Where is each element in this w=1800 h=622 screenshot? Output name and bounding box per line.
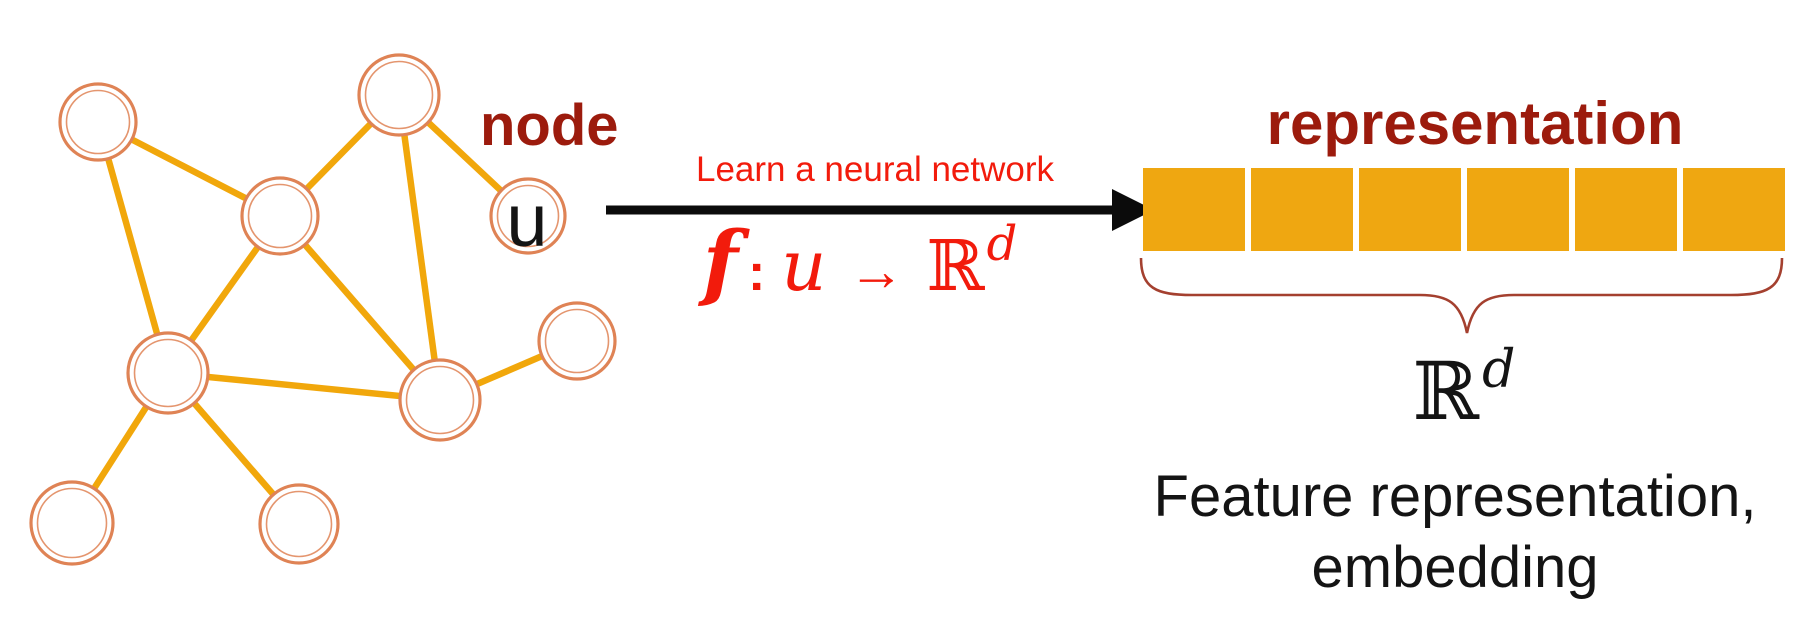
- graph-node-n2-inner-ring: [364, 60, 434, 130]
- graph-edge-n6-n7: [167, 369, 441, 404]
- embedding-cell-6: [1683, 168, 1785, 251]
- dimension-d: d: [1482, 340, 1516, 400]
- graph-edges: [69, 92, 579, 527]
- graph-node-n3-inner-ring: [247, 183, 313, 249]
- formula-colon: :: [747, 244, 766, 302]
- graph-node-n5: [537, 301, 617, 381]
- graph-node-n6: [126, 331, 210, 415]
- embedding-cell-2: [1251, 168, 1353, 251]
- arrow-head-icon: [1112, 189, 1154, 231]
- graph-node-n7-inner-ring: [405, 365, 475, 435]
- graph-nodes: [29, 53, 617, 566]
- real-space-label: ℝd: [1143, 344, 1785, 432]
- graph-node-n1: [58, 82, 138, 162]
- caption-line-2: embedding: [1311, 534, 1599, 600]
- learn-neural-network-label: Learn a neural network: [696, 150, 1054, 189]
- graph-node-n8-inner-ring: [36, 487, 108, 559]
- mapping-formula: f : u → ℝ d: [600, 214, 1120, 310]
- graph-node-n3: [240, 176, 320, 256]
- mapping-arrow: [606, 189, 1154, 231]
- graph-node-n6-inner-ring: [133, 338, 203, 408]
- caption-line-1: Feature representation,: [1153, 464, 1757, 529]
- formula-arg-u: u: [781, 225, 827, 307]
- underbrace-icon: [1139, 257, 1784, 334]
- embedding-cell-5: [1575, 168, 1677, 251]
- graph-edge-n1-n6: [94, 121, 172, 374]
- graph-node-n1-inner-ring: [65, 89, 131, 155]
- formula-real-set: ℝ: [926, 225, 985, 307]
- node-u-label: u: [506, 179, 548, 262]
- graph-node-n9: [258, 483, 340, 565]
- graph-node-n2: [357, 53, 441, 137]
- graph-node-n5-inner-ring: [544, 308, 610, 374]
- formula-function-f: f: [702, 214, 738, 310]
- graph-node-n7: [398, 358, 482, 442]
- formula-dimension-d: d: [986, 216, 1018, 272]
- maps-to-arrow-icon: →: [848, 239, 905, 302]
- embedding-cell-1: [1143, 168, 1245, 251]
- embedding-vector-bar: [1143, 168, 1785, 251]
- graph-edge-n2-n7: [395, 94, 444, 401]
- graph-node-u-inner-ring: [496, 184, 560, 248]
- graph-node-n9-inner-ring: [265, 490, 333, 558]
- embedding-cell-3: [1359, 168, 1461, 251]
- representation-label: representation: [1266, 90, 1684, 157]
- graph-node-u: [489, 177, 567, 255]
- graph-node-n8: [29, 480, 115, 566]
- embedding-cell-4: [1467, 168, 1569, 251]
- real-set-symbol: ℝ: [1412, 345, 1480, 438]
- node-label: node: [480, 93, 619, 158]
- embedding-caption: Feature representation, embedding: [1105, 462, 1800, 604]
